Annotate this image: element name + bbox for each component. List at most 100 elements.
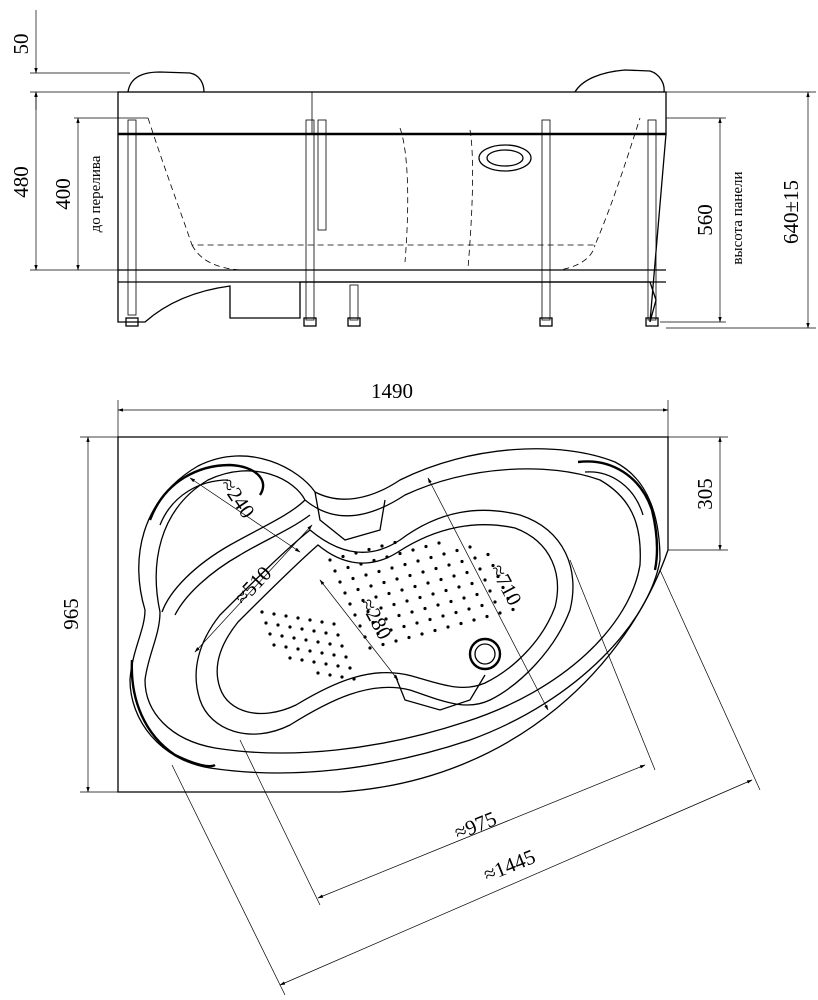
jet-nozzle xyxy=(348,666,352,670)
jet-nozzle xyxy=(392,602,396,607)
neck-top-detail xyxy=(314,491,386,541)
jet-nozzle xyxy=(472,618,476,622)
jet-nozzle xyxy=(423,606,427,611)
jet-nozzle xyxy=(449,599,453,604)
dim-diagonal-outer: ≈1445 xyxy=(171,569,761,996)
overflow-caption: до перелива xyxy=(88,155,104,232)
top-view: 1490 965 305 ≈240 ≈510 ≈710 xyxy=(59,379,761,996)
dim-overflow-height: 400 до перелива xyxy=(51,117,148,271)
jet-nozzle xyxy=(358,624,362,628)
dim-diagonal-inner: ≈975 xyxy=(239,559,656,906)
dim-diagonal-outer-label: ≈1445 xyxy=(480,844,539,886)
jet-nozzle xyxy=(478,567,482,571)
jet-nozzle xyxy=(420,632,424,636)
jet-nozzle xyxy=(380,544,384,548)
jet-nozzle xyxy=(437,541,441,545)
jet-nozzle xyxy=(364,573,368,577)
jet-nozzle xyxy=(280,634,284,638)
dim-length: 1490 xyxy=(117,379,669,437)
jet-nozzle xyxy=(426,581,430,585)
dim-seat: ≈510 xyxy=(194,524,313,653)
jet-nozzle xyxy=(421,570,425,574)
rim-inner xyxy=(144,468,641,754)
jet-nozzle xyxy=(372,558,376,563)
jet-nozzle xyxy=(308,649,312,653)
bowl-center-hidden xyxy=(399,127,409,263)
bowl-right-hidden xyxy=(467,129,473,269)
jet-nozzle xyxy=(336,664,340,668)
jet-nozzle xyxy=(304,638,308,642)
jet-nozzle xyxy=(415,621,419,625)
jet-nozzle xyxy=(316,640,320,644)
jet-nozzle xyxy=(352,677,356,681)
dim-panel-height-label: 560 xyxy=(693,204,717,236)
jet-nozzle xyxy=(292,636,296,640)
jet-nozzle xyxy=(410,610,414,614)
jet-nozzle xyxy=(333,569,337,573)
jet-nozzle xyxy=(284,614,288,618)
jet-nozzle xyxy=(332,622,336,626)
jet-nozzle xyxy=(343,591,347,595)
jet-nozzle xyxy=(268,632,272,636)
jet-nozzle xyxy=(272,643,276,647)
jet-nozzle xyxy=(264,621,268,625)
jet-nozzle xyxy=(354,551,358,555)
jet-nozzle xyxy=(312,660,316,664)
dim-tub-height-label: 480 xyxy=(9,166,33,198)
dim-bowl-width-label: ≈710 xyxy=(485,560,526,609)
jet-nozzle xyxy=(433,628,437,633)
jet-nozzle xyxy=(393,540,397,545)
drain-inner xyxy=(474,643,496,665)
jet-nozzle xyxy=(402,624,406,629)
jet-nozzle xyxy=(359,562,363,566)
jet-nozzle xyxy=(260,610,264,614)
jet-nozzle xyxy=(436,603,440,607)
dim-rim-height-label: 50 xyxy=(9,34,33,55)
jet-nozzle xyxy=(434,566,438,571)
dim-total-height-label: 640±15 xyxy=(779,180,803,244)
dim-headrest-label: ≈240 xyxy=(216,474,260,523)
left-corner-headrest xyxy=(130,659,216,768)
panel-caption: высота панели xyxy=(730,171,746,264)
jet-nozzle xyxy=(341,554,345,559)
jet-nozzle xyxy=(407,635,411,640)
jet-nozzle xyxy=(418,595,422,600)
dim-total-height: 640±15 xyxy=(666,91,816,329)
jet-nozzle xyxy=(296,616,300,620)
jet-nozzle xyxy=(387,591,391,596)
jet-nozzle xyxy=(470,581,474,586)
right-headrest-side xyxy=(574,69,665,93)
jet-nozzle xyxy=(288,625,292,629)
jet-nozzle xyxy=(405,599,409,603)
jet-nozzle xyxy=(439,577,443,582)
jet-nozzle xyxy=(312,629,316,633)
jet-nozzle xyxy=(441,614,445,618)
jet-nozzle xyxy=(455,548,459,553)
jet-nozzle xyxy=(381,642,385,647)
jet-nozzle xyxy=(324,662,328,666)
dim-length-label: 1490 xyxy=(371,379,413,403)
jet-nozzle xyxy=(444,588,448,593)
right-headrest-top xyxy=(577,460,659,571)
jet-nozzle xyxy=(288,656,292,660)
front-panel xyxy=(117,133,667,323)
dim-bowl-neck-label: ≈280 xyxy=(355,594,396,643)
jet-nozzle xyxy=(390,566,394,570)
jet-nozzle xyxy=(442,552,446,556)
right-headrest-top-inner xyxy=(584,471,644,516)
jet-nozzle xyxy=(467,607,471,611)
jet-nozzle xyxy=(340,675,344,679)
jet-nozzle xyxy=(429,555,433,560)
jet-nozzle xyxy=(316,671,320,675)
jet-nozzle xyxy=(340,644,344,648)
jet-nozzle xyxy=(328,558,332,562)
dim-tub-height: 480 xyxy=(9,91,118,271)
jet-nozzle xyxy=(428,617,432,622)
jet-nozzle xyxy=(276,623,280,627)
jet-nozzle xyxy=(346,565,350,570)
jet-nozzle xyxy=(367,547,371,552)
jet-nozzle xyxy=(368,646,372,650)
jet-nozzle xyxy=(377,569,381,574)
jet-nozzle xyxy=(485,614,489,619)
